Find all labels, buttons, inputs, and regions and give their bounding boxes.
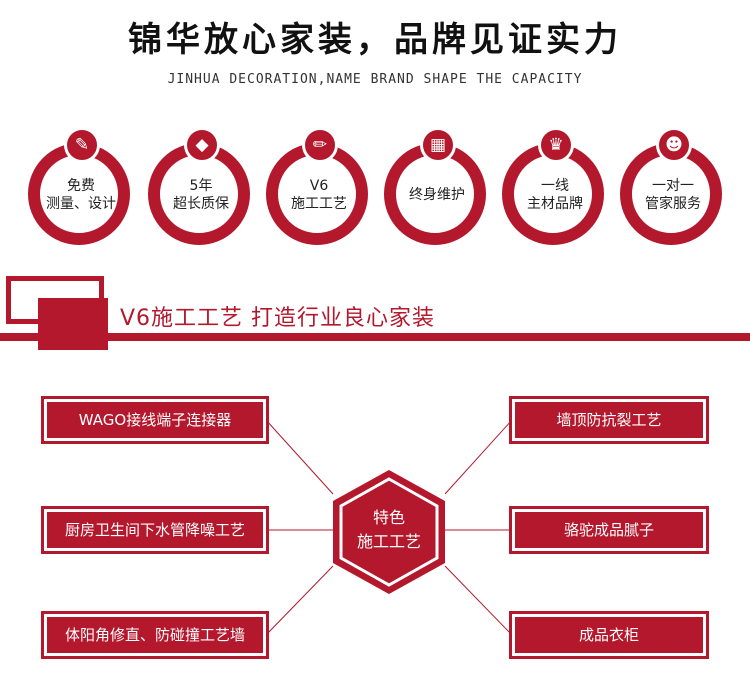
section-divider: [0, 333, 750, 341]
compass-icon: ✎: [64, 127, 100, 163]
page-title: 锦华放心家装，品牌见证实力: [128, 20, 622, 60]
process-tag-drain-noise: 厨房卫生间下水管降噪工艺: [41, 506, 269, 554]
feature-lifetime-maintenance: ▦ 终身维护: [384, 127, 490, 249]
connector-lines: [265, 419, 513, 636]
feature-free-design: ✎ 免费测量、设计: [28, 127, 134, 249]
process-tag-corner-wall: 体阳角修直、防碰撞工艺墙: [41, 611, 269, 659]
feature-top-brand: ♛ 一线主材品牌: [502, 127, 608, 249]
process-tag-crack-resist: 墙顶防抗裂工艺: [509, 396, 709, 444]
calendar-icon: ▦: [420, 127, 456, 163]
section-title: V6施工工艺 打造行业良心家装: [120, 306, 436, 331]
person-icon: ☻: [656, 127, 692, 163]
section-decor-block: [38, 298, 108, 350]
crown-icon: ♛: [538, 127, 574, 163]
process-tag-wago: WAGO接线端子连接器: [41, 396, 269, 444]
diamond-icon: ◆: [184, 127, 220, 163]
page-subtitle: JINHUA DECORATION,NAME BRAND SHAPE THE C…: [167, 72, 583, 87]
feature-butler-service: ☻ 一对一管家服务: [620, 127, 726, 249]
process-tag-wardrobe: 成品衣柜: [509, 611, 709, 659]
feature-warranty: ◆ 5年超长质保: [148, 127, 254, 249]
center-label: 特色 施工工艺: [356, 508, 421, 551]
process-tag-putty: 骆驼成品腻子: [509, 506, 709, 554]
center-hexagon: [333, 470, 445, 594]
pencil-icon: ✏: [302, 127, 338, 163]
